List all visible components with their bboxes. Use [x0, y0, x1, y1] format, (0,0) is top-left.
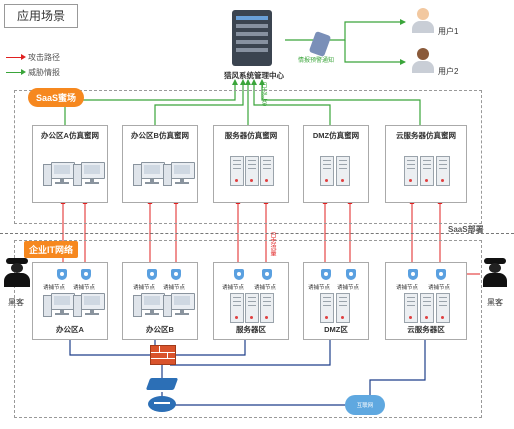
- probe-label: 诱捕节点: [254, 285, 277, 291]
- probe-label: 诱捕节点: [43, 285, 66, 291]
- computer-icon: [43, 293, 75, 319]
- cloud-icon: [345, 395, 385, 415]
- saas-box-dmz: DMZ仿真蜜网: [303, 125, 369, 203]
- hacker-right-icon: [483, 258, 507, 287]
- management-server-icon: [232, 10, 272, 66]
- divider: [0, 233, 514, 234]
- zone-dmz: 诱捕节点 诱捕节点 DMZ区: [303, 262, 369, 340]
- probe-shield-icon: [234, 269, 244, 280]
- saas-box-office-b: 办公区B仿真蜜网: [122, 125, 198, 203]
- probe-label: 诱捕节点: [163, 285, 186, 291]
- probe-shield-icon: [408, 269, 418, 280]
- server-icon: [420, 293, 434, 323]
- sync-label: 日志汇总: [260, 82, 266, 106]
- saas-box-server: 服务器仿真蜜网: [213, 125, 289, 203]
- probe-label: 诱捕节点: [308, 285, 331, 291]
- computer-icon: [163, 162, 195, 188]
- probe-shield-icon: [262, 269, 272, 280]
- server-icon: [230, 156, 244, 186]
- legend-intel: 威胁情报: [6, 67, 60, 78]
- probe-label: 诱捕节点: [133, 285, 156, 291]
- user-2-icon: [412, 48, 434, 73]
- probe-label: 诱捕节点: [337, 285, 360, 291]
- hacker-left-icon: [4, 258, 30, 287]
- saas-deploy-label: SaaS部署: [448, 225, 484, 234]
- user-2-label: 用户2: [438, 67, 459, 76]
- probe-shield-icon: [436, 269, 446, 280]
- zone-title: 办公区B: [146, 325, 174, 334]
- notify-label: 情报预警通知: [298, 58, 335, 64]
- zone-cloud: 诱捕节点 诱捕节点 云服务器区: [385, 262, 467, 340]
- zone-server: 诱捕节点 诱捕节点 服务器区: [213, 262, 289, 340]
- computer-icon: [73, 293, 105, 319]
- probe-shield-icon: [81, 269, 91, 280]
- saas-box-office-a: 办公区A仿真蜜网: [32, 125, 108, 203]
- probe-label: 诱捕节点: [428, 285, 451, 291]
- probe-label: 诱捕节点: [396, 285, 419, 291]
- legend-attack: 攻击路径: [6, 52, 60, 63]
- server-icon: [245, 156, 259, 186]
- probe-label: 诱捕节点: [222, 285, 245, 291]
- server-icon: [260, 156, 274, 186]
- switch-icon: [145, 378, 179, 390]
- saas-panel: [14, 90, 482, 224]
- server-icon: [336, 156, 350, 186]
- probe-shield-icon: [171, 269, 181, 280]
- zone-title: DMZ区: [324, 325, 348, 334]
- server-icon: [420, 156, 434, 186]
- saas-box-title: 办公区B仿真蜜网: [131, 131, 189, 140]
- server-icon: [336, 293, 350, 323]
- server-icon: [260, 293, 274, 323]
- server-icon: [245, 293, 259, 323]
- zone-title: 云服务器区: [407, 325, 445, 334]
- user-1-label: 用户1: [438, 27, 459, 36]
- user-1-icon: [412, 8, 434, 33]
- computer-icon: [43, 162, 75, 188]
- zone-office-a: 诱捕节点 诱捕节点 办公区A: [32, 262, 108, 340]
- internet-label: 互联网: [356, 403, 374, 409]
- computer-icon: [163, 293, 195, 319]
- computer-icon: [133, 293, 165, 319]
- computer-icon: [133, 162, 165, 188]
- probe-shield-icon: [57, 269, 67, 280]
- attack-arrow-icon: [6, 54, 26, 60]
- server-icon: [436, 293, 450, 323]
- saas-box-cloud: 云服务器仿真蜜网: [385, 125, 467, 203]
- zone-office-b: 诱捕节点 诱捕节点 办公区B: [122, 262, 198, 340]
- saas-box-title: 办公区A仿真蜜网: [41, 131, 99, 140]
- probe-shield-icon: [147, 269, 157, 280]
- saas-tag: SaaS蜜场: [28, 88, 85, 107]
- saas-box-title: DMZ仿真蜜网: [312, 131, 360, 140]
- saas-box-title: 云服务器仿真蜜网: [396, 131, 456, 140]
- center-label: 猎风系统管理中心: [224, 71, 284, 80]
- server-icon: [230, 293, 244, 323]
- page-title: 应用场景: [4, 4, 78, 28]
- server-icon: [436, 156, 450, 186]
- probe-shield-icon: [346, 269, 356, 280]
- server-icon: [404, 156, 418, 186]
- router-icon: [148, 396, 176, 412]
- zone-title: 服务器区: [236, 325, 266, 334]
- server-icon: [320, 156, 334, 186]
- saas-box-title: 服务器仿真蜜网: [224, 131, 278, 140]
- server-icon: [320, 293, 334, 323]
- intel-arrow-icon: [6, 69, 26, 75]
- zone-title: 办公区A: [56, 325, 84, 334]
- server-icon: [404, 293, 418, 323]
- firewall-icon: [150, 345, 176, 365]
- computer-icon: [73, 162, 105, 188]
- enterprise-tag: 企业IT网络: [24, 241, 78, 258]
- log-traffic-label: 日志流量: [269, 232, 275, 256]
- legend-intel-label: 威胁情报: [28, 68, 60, 77]
- hacker-left-label: 黑客: [8, 298, 24, 307]
- probe-shield-icon: [321, 269, 331, 280]
- legend-attack-label: 攻击路径: [28, 53, 60, 62]
- enterprise-panel: [14, 240, 482, 418]
- probe-label: 诱捕节点: [73, 285, 96, 291]
- hacker-right-label: 黑客: [487, 298, 503, 307]
